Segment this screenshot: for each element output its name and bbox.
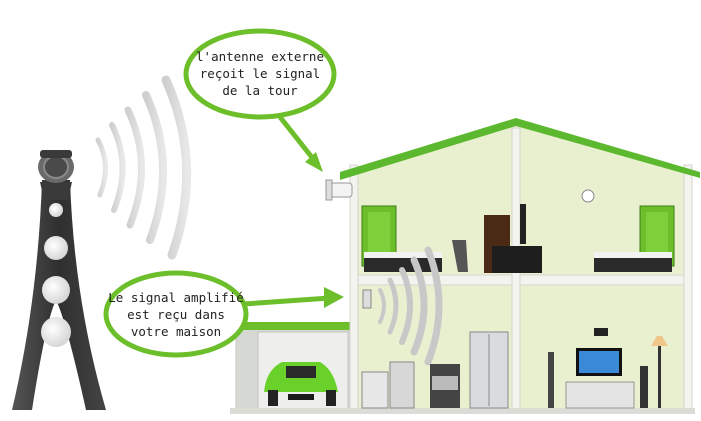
repeater-waves: [378, 246, 443, 366]
signal-waves-icon: [95, 75, 192, 260]
callout-bottom: [103, 270, 344, 358]
kitchen: [361, 331, 509, 409]
repeater-icon: [362, 289, 372, 309]
callout-top-line-3: de la tour: [222, 83, 298, 98]
callout-bottom-line-3: votre maison: [130, 324, 222, 339]
upstairs-right-room: [581, 189, 675, 272]
cell-tower-icon: [12, 150, 106, 410]
callout-top: [183, 28, 337, 172]
callout-bottom-text: Le signal amplifié est reçu dans votre m…: [104, 289, 248, 340]
callout-top-line-1: l'antenne externe: [196, 49, 324, 64]
callout-top-line-2: reçoit le signal: [199, 66, 321, 81]
callout-top-text: l'antenne externe reçoit le signal de la…: [188, 48, 332, 99]
antenna-icon: [325, 179, 353, 201]
living-room: [548, 328, 668, 409]
upstairs-left-room: [361, 204, 542, 273]
callout-bottom-line-2: est reçu dans: [127, 307, 225, 322]
car-icon: [264, 362, 338, 406]
callout-bottom-line-1: Le signal amplifié: [108, 290, 244, 305]
